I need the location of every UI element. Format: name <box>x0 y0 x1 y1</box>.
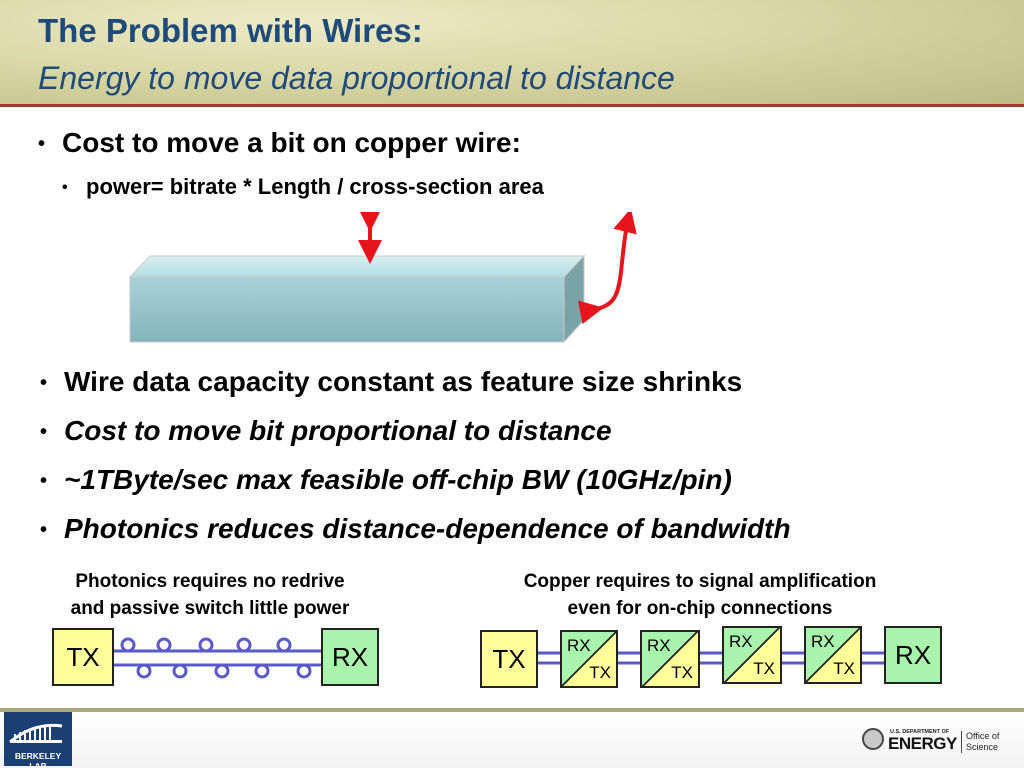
copper-tx-box: TX <box>480 630 538 688</box>
bullet-wire-capacity: •Wire data capacity constant as feature … <box>40 366 743 397</box>
bullet-dot: • <box>40 470 48 493</box>
bullet-dot: • <box>62 179 68 197</box>
repeater-1: RX TX <box>560 630 618 688</box>
photonics-caption: Photonics requires no redrive and passiv… <box>70 571 350 619</box>
doe-energy-label: ENERGY <box>888 734 957 753</box>
bullet-dot: • <box>40 421 48 444</box>
copper-rx-box: RX <box>884 626 942 684</box>
berkeley-lab-logo <box>4 712 72 766</box>
copper-caption: Copper requires to signal amplification … <box>523 571 877 619</box>
doe-seal-icon <box>862 728 884 750</box>
repeater-3: RX TX <box>722 626 782 684</box>
copper-link-lines <box>538 651 884 665</box>
bullet-dot: • <box>40 372 48 395</box>
sub-bullet-power-formula: •power= bitrate * Length / cross-section… <box>62 174 544 199</box>
doe-divider <box>961 731 962 753</box>
bullet-dot: • <box>40 519 48 542</box>
lab-building-icon <box>9 723 63 744</box>
photonics-tx-box: TX <box>52 628 114 686</box>
lab-name: BERKELEY LAB <box>14 751 62 768</box>
ring-resonator-icon <box>114 637 322 679</box>
slide-subtitle: Energy to move data proportional to dist… <box>38 60 675 96</box>
bullet-cost-distance: •Cost to move bit proportional to distan… <box>40 415 612 446</box>
header-rule <box>0 104 1024 107</box>
bullet-copper-cost: •Cost to move a bit on copper wire: <box>38 127 521 158</box>
doe-department-label: U.S. DEPARTMENT OF <box>890 729 950 735</box>
slide-title: The Problem with Wires: <box>38 12 423 49</box>
bullet-photonics: •Photonics reduces distance-dependence o… <box>40 513 791 544</box>
repeater-2: RX TX <box>640 630 700 688</box>
photonics-rx-box: RX <box>321 628 379 686</box>
slide-footer <box>0 708 1024 768</box>
bullet-dot: • <box>38 133 46 156</box>
office-of-science: Office of Science <box>966 731 1000 752</box>
repeater-4: RX TX <box>804 626 862 684</box>
copper-wire-block-icon <box>128 212 637 344</box>
slide-header <box>0 0 1024 106</box>
bullet-offchip-bandwidth: •~1TByte/sec max feasible off-chip BW (1… <box>40 464 732 495</box>
